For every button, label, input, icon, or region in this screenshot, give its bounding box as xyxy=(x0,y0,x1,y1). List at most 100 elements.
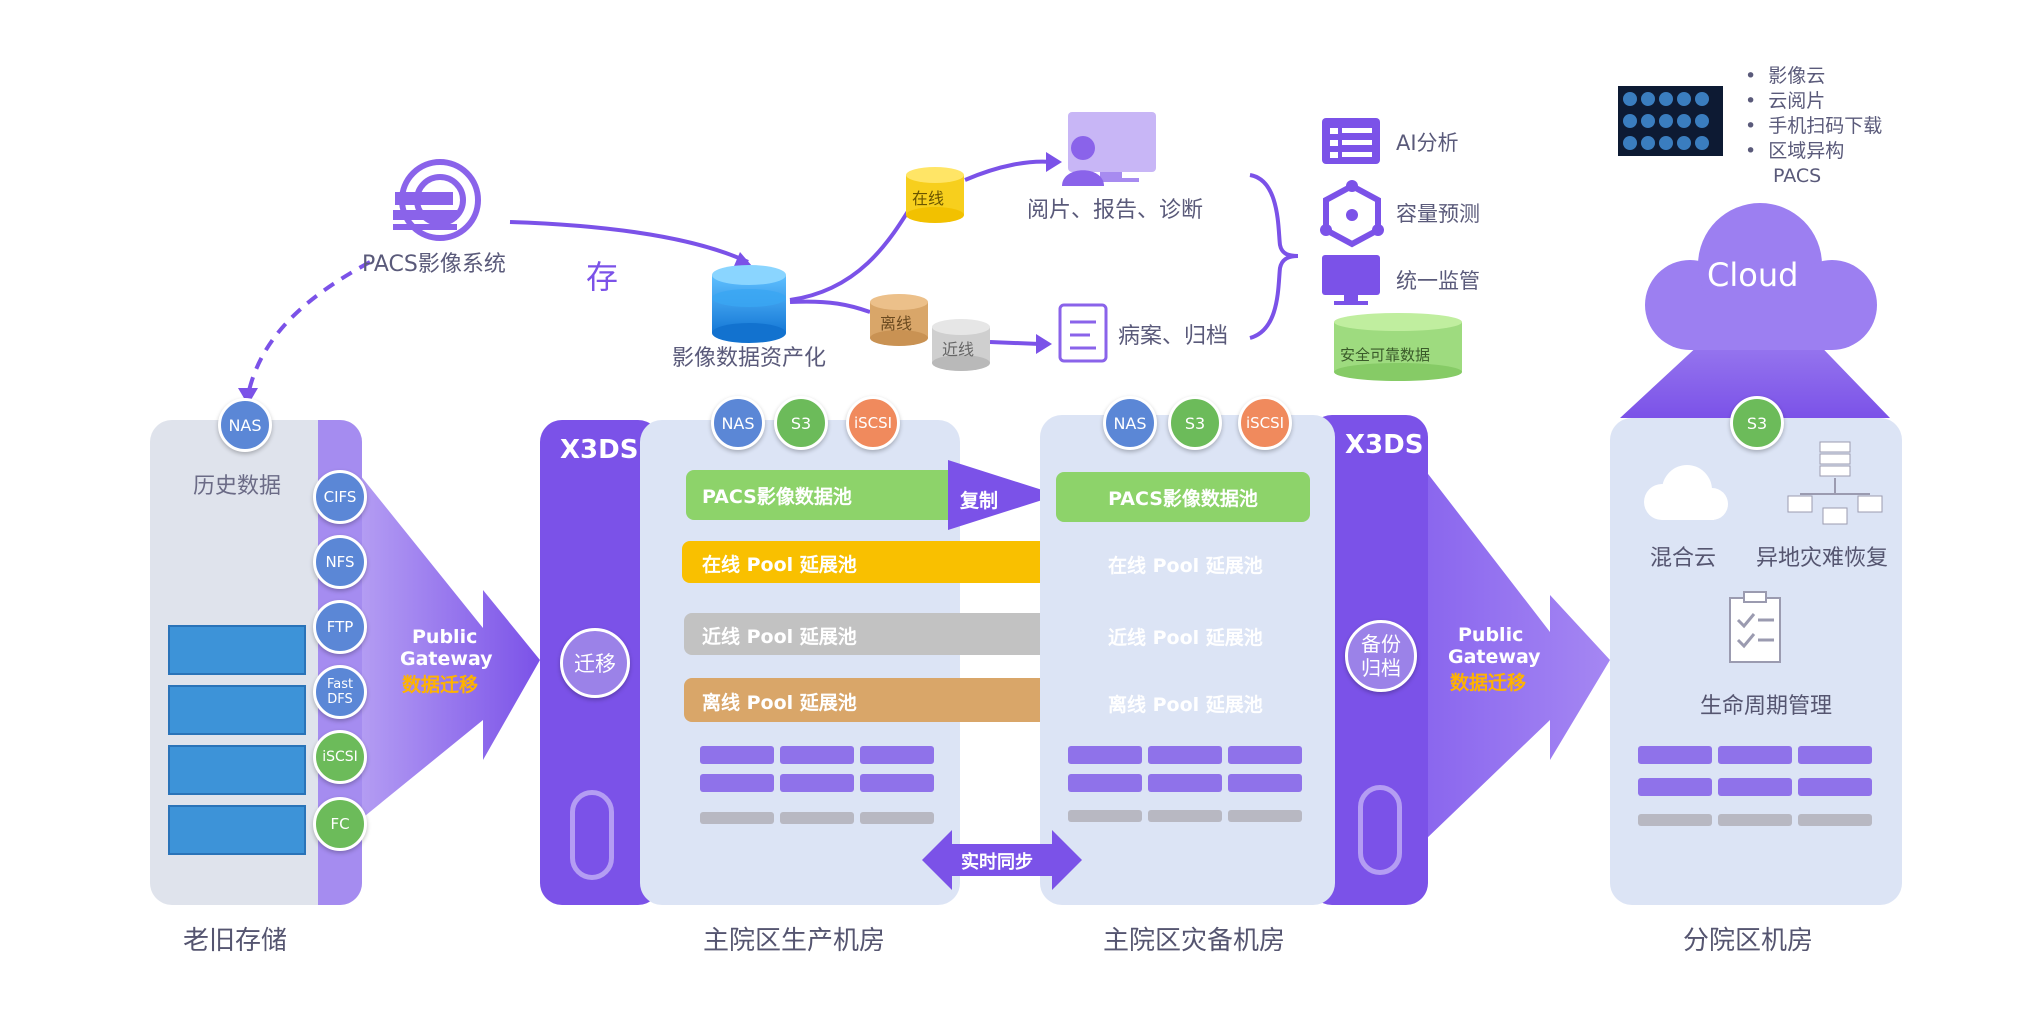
records-document-icon xyxy=(1058,303,1108,363)
main-dc-caption: 主院区生产机房 xyxy=(703,926,886,956)
branch-caption: 分院区机房 xyxy=(1683,926,1814,956)
nearline-db-icon xyxy=(932,319,990,371)
capacity-forecast-icon xyxy=(1320,180,1384,248)
dr-pacs-pool: PACS影像数据池 xyxy=(1056,472,1310,522)
dr-dc-cycle-icon xyxy=(1358,785,1402,875)
mri-scanner-icon xyxy=(393,159,481,241)
gateway-right-line2: Gateway xyxy=(1448,646,1541,668)
disk-array xyxy=(1798,746,1872,764)
service-capacity: 容量预测 xyxy=(1396,202,1480,226)
asset-db-icon xyxy=(712,265,786,343)
realtime-sync-arrow xyxy=(922,830,1082,890)
dr-online-pool-label: 在线 Pool 延展池 xyxy=(1108,555,1263,577)
disk-array xyxy=(860,746,934,764)
disk-array xyxy=(1228,810,1302,822)
gateway-left-line3: 数据迁移 xyxy=(402,674,479,696)
dr-dc-badge-iscsi: iSCSI xyxy=(1238,396,1292,450)
main-dc-badge-iscsi: iSCSI xyxy=(846,396,900,450)
server-unit xyxy=(168,685,306,735)
dr-pacs-pool-label: PACS影像数据池 xyxy=(1108,487,1258,510)
dr-offline-pool-label: 离线 Pool 延展池 xyxy=(1108,694,1263,716)
disk-array xyxy=(1148,746,1222,764)
main-dc-cycle-icon xyxy=(570,790,614,880)
protocol-iscsi: iSCSI xyxy=(313,730,367,784)
cloud-feature-item: • 影像云 xyxy=(1745,65,1826,87)
service-monitor: 统一监管 xyxy=(1396,269,1480,293)
cloud-feature-item: • 区域异构 xyxy=(1745,140,1845,162)
protocol-nfs: NFS xyxy=(313,535,367,589)
pacs-pool-main: PACS影像数据池 xyxy=(686,470,958,520)
network-servers-icon xyxy=(1787,441,1883,525)
cloud-icon xyxy=(1645,203,1877,350)
reading-label: 阅片、报告、诊断 xyxy=(1027,198,1204,223)
online-db-icon xyxy=(906,167,964,223)
disk-array xyxy=(780,812,854,824)
disk-array xyxy=(1718,814,1792,826)
disk-array xyxy=(1798,814,1872,826)
disk-array xyxy=(1638,814,1712,826)
cloud-feature-list: • 影像云 • 云阅片 • 手机扫码下载 • 区域异构 PACS xyxy=(1745,64,1882,189)
pacs-system-label: PACS影像系统 xyxy=(362,252,506,277)
backup-label-line1: 备份 xyxy=(1361,632,1401,656)
checklist-icon xyxy=(1729,591,1781,663)
protocol-fastdfs: Fast DFS xyxy=(313,665,367,719)
disk-array xyxy=(780,746,854,764)
gateway-right-line1: Public xyxy=(1458,624,1524,646)
main-nearline-pool-label: 近线 Pool 延展池 xyxy=(702,626,857,648)
dr-dc-badge-nas: NAS xyxy=(1103,396,1157,450)
disk-array xyxy=(1148,810,1222,822)
gateway-arrow-left xyxy=(360,475,540,820)
safe-data-label: 安全可靠数据 xyxy=(1340,346,1431,364)
medical-image-thumbnails xyxy=(1618,86,1723,156)
gateway-left-line1: Public xyxy=(412,626,478,648)
dr-dc-badge-s3: S3 xyxy=(1168,396,1222,450)
gateway-right-line3: 数据迁移 xyxy=(1450,672,1527,694)
disk-array xyxy=(1718,746,1792,764)
disk-array xyxy=(700,812,774,824)
hybrid-cloud-label: 混合云 xyxy=(1650,546,1717,571)
backup-label-line2: 归档 xyxy=(1361,656,1401,680)
disk-array xyxy=(1068,746,1142,764)
monitoring-icon xyxy=(1322,255,1380,305)
cloud-label: Cloud xyxy=(1707,256,1799,294)
migrate-label: 迁移 xyxy=(574,652,616,676)
cloud-feature-item: PACS xyxy=(1773,165,1822,187)
dr-dc-caption: 主院区灾备机房 xyxy=(1103,926,1286,956)
replicate-arrow xyxy=(948,460,1058,530)
server-unit xyxy=(168,625,306,675)
legacy-title: 历史数据 xyxy=(193,474,282,499)
protocol-ftp: FTP xyxy=(313,600,367,654)
main-online-pool-label: 在线 Pool 延展池 xyxy=(702,554,857,576)
main-dc-brand: X3DS xyxy=(560,435,639,465)
offline-db-tag: 离线 xyxy=(880,314,913,333)
replicate-label: 复制 xyxy=(960,490,999,512)
legacy-caption: 老旧存储 xyxy=(183,926,288,956)
protocol-cifs: CIFS xyxy=(313,470,367,524)
disk-array xyxy=(1638,778,1712,796)
hybrid-cloud-icon xyxy=(1644,465,1728,520)
pacs-pool-main-label: PACS影像数据池 xyxy=(702,485,852,508)
dr-dc-brand: X3DS xyxy=(1345,430,1424,460)
lifecycle-label: 生命周期管理 xyxy=(1700,694,1833,719)
disk-array xyxy=(700,774,774,792)
safe-data-db-icon xyxy=(1334,313,1462,381)
server-unit xyxy=(168,805,306,855)
disk-array xyxy=(1228,774,1302,792)
realtime-sync-label: 实时同步 xyxy=(961,852,1033,873)
records-label: 病案、归档 xyxy=(1118,324,1229,349)
service-ai: AI分析 xyxy=(1396,131,1459,155)
legacy-nas-badge: NAS xyxy=(218,398,272,452)
main-offline-pool-label: 离线 Pool 延展池 xyxy=(702,692,857,714)
gateway-left-line2: Gateway xyxy=(400,648,493,670)
online-db-tag: 在线 xyxy=(912,189,945,208)
disk-array xyxy=(1228,746,1302,764)
disk-array xyxy=(780,774,854,792)
disk-array xyxy=(860,774,934,792)
asset-label: 影像数据资产化 xyxy=(672,346,827,371)
disk-array xyxy=(700,746,774,764)
gateway-arrow-right xyxy=(1425,470,1610,840)
nearline-db-tag: 近线 xyxy=(942,340,975,359)
disk-array xyxy=(1148,774,1222,792)
disk-array xyxy=(1068,810,1142,822)
